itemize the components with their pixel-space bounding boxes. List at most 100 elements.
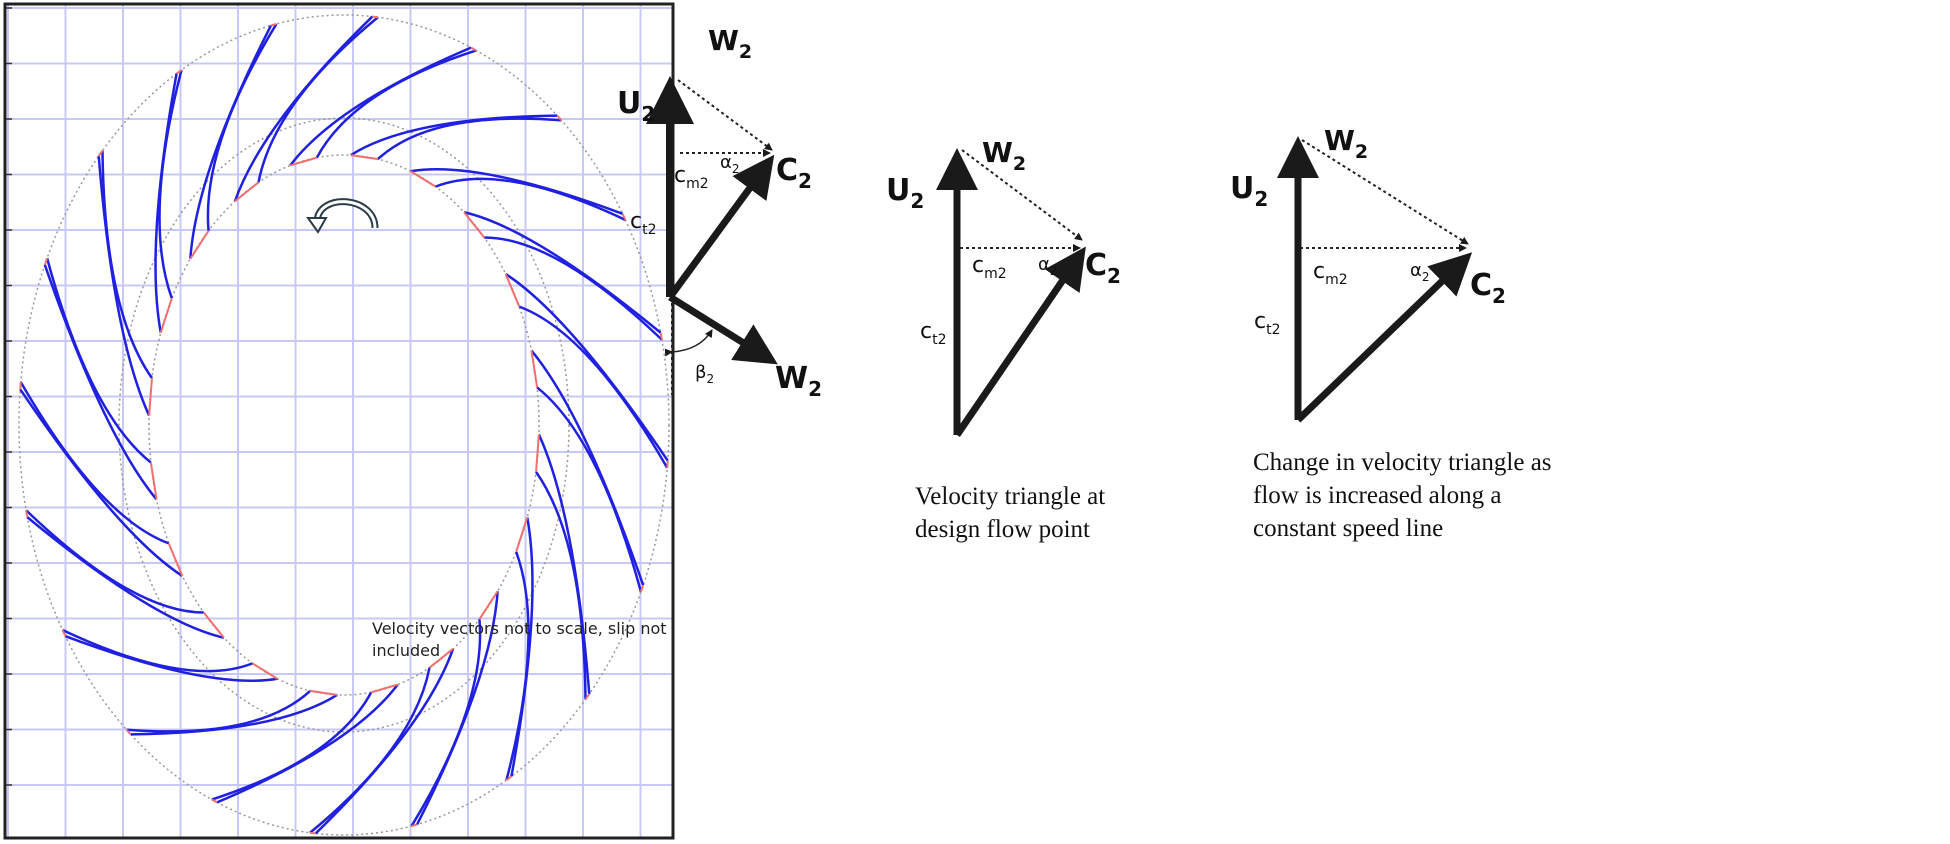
blade-trailing-edge [211, 798, 218, 804]
blade-pressure-side [101, 150, 153, 379]
blade-pressure-side [45, 257, 152, 464]
impeller-outlet-vectors: U2 W2 C2 cm2 α2 ct2 W2 β2 [617, 24, 822, 401]
blade-suction-side [289, 46, 472, 167]
blade-suction-side [130, 693, 338, 736]
c2-vector [667, 154, 775, 300]
c2-vector [954, 246, 1086, 437]
blade-trailing-edge [621, 213, 627, 221]
blade-pressure-side [377, 117, 562, 161]
impeller-blade [61, 628, 278, 682]
impeller-blade [463, 211, 663, 341]
blade-leading-edge [167, 542, 184, 577]
w2-dotted-vector [1301, 139, 1469, 245]
blade-suction-side [189, 24, 273, 259]
impeller-blade [125, 689, 338, 736]
c2-vector [1295, 252, 1473, 423]
blade-leading-edge [202, 611, 225, 639]
impeller-blade [309, 648, 455, 835]
design-flow-triangle: U2 W2 C2 cm2 α2 ct2 [886, 136, 1121, 437]
u2-label: U2 [617, 86, 655, 126]
blade-suction-side [350, 114, 558, 157]
w2-dotted-vector [961, 149, 1083, 241]
blades [19, 15, 669, 835]
alpha2-label: α2 [720, 152, 740, 176]
blade-suction-side [463, 211, 662, 334]
blade-leading-edge [370, 683, 399, 694]
blade-trailing-edge [125, 729, 132, 736]
blade-suction-side [530, 349, 645, 586]
blade-trailing-edge [97, 150, 104, 157]
impeller-blade [289, 46, 477, 167]
blade-suction-side [19, 388, 184, 578]
blade-suction-side [510, 517, 534, 777]
beta2-label: β2 [695, 362, 714, 386]
blade-trailing-edge [659, 332, 663, 340]
middle-circle [118, 117, 570, 733]
blade-suction-side [504, 272, 669, 462]
blade-trailing-edge [556, 114, 563, 121]
design-triangle-caption: Velocity triangle at design flow point [915, 483, 1106, 543]
c2-label: C2 [776, 153, 812, 193]
w2-vector [668, 294, 778, 365]
impeller-blade [535, 433, 591, 700]
blade-trailing-edge [270, 22, 277, 27]
w2-label: W2 [1324, 124, 1368, 163]
blade-suction-side [314, 648, 455, 835]
w2-dotted-vector [677, 79, 773, 151]
impeller-blade [505, 517, 534, 781]
blade-leading-edge [515, 517, 529, 553]
blade-leading-edge [234, 181, 260, 202]
rotation-arrow-icon [306, 198, 379, 234]
blade-trailing-edge [19, 382, 22, 390]
impeller-blade [530, 349, 645, 593]
impeller-blade [97, 150, 153, 417]
blade-pressure-side [535, 471, 587, 700]
blade-leading-edge [309, 689, 338, 696]
impeller-blade [410, 590, 499, 828]
blade-leading-edge [350, 154, 379, 161]
blade-pressure-side [518, 305, 669, 469]
blade-trailing-edge [584, 693, 591, 700]
blade-pressure-side [25, 509, 204, 614]
blade-leading-edge [535, 434, 540, 472]
ct2-label: ct2 [630, 209, 657, 238]
impeller-blade [154, 69, 183, 333]
blade-pressure-side [435, 177, 626, 222]
blade-suction-side [97, 155, 151, 417]
alpha2-label: α2 [1038, 254, 1058, 278]
inner-circle [148, 154, 540, 696]
blade-pressure-side [206, 23, 278, 231]
u2-label: U2 [886, 173, 924, 213]
impeller-blade [233, 15, 379, 202]
blade-leading-edge [251, 662, 278, 680]
blade-pressure-side [158, 69, 183, 299]
blade-pressure-side [315, 49, 477, 159]
impeller-panel [3, 2, 675, 840]
impeller-note: Velocity vectors not to scale, slip not … [372, 619, 667, 660]
impeller-blade [410, 168, 627, 222]
blade-trailing-edge [25, 510, 29, 518]
alpha2-label: α2 [1410, 260, 1430, 284]
blade-leading-edge [159, 297, 173, 333]
blade-suction-side [216, 683, 399, 804]
blade-trailing-edge [176, 69, 183, 75]
blade-trailing-edge [639, 584, 645, 593]
outer-circle [18, 14, 670, 836]
beta2-angle-arc [664, 329, 713, 357]
blade-pressure-side [126, 689, 311, 733]
blade-trailing-edge [411, 823, 418, 828]
blade-pressure-side [536, 386, 643, 593]
blade-leading-edge [478, 590, 499, 620]
blade-pressure-side [505, 551, 530, 781]
blade-leading-edge [463, 211, 486, 239]
blade-suction-side [415, 591, 499, 826]
blade-leading-edge [530, 350, 539, 388]
blade-pressure-side [484, 236, 663, 341]
blade-suction-side [154, 73, 178, 333]
blade-trailing-edge [470, 46, 477, 52]
blade-leading-edge [410, 170, 437, 188]
blade-trailing-edge [43, 257, 49, 266]
blade-suction-side [233, 15, 374, 202]
c2-label: C2 [1470, 268, 1506, 308]
